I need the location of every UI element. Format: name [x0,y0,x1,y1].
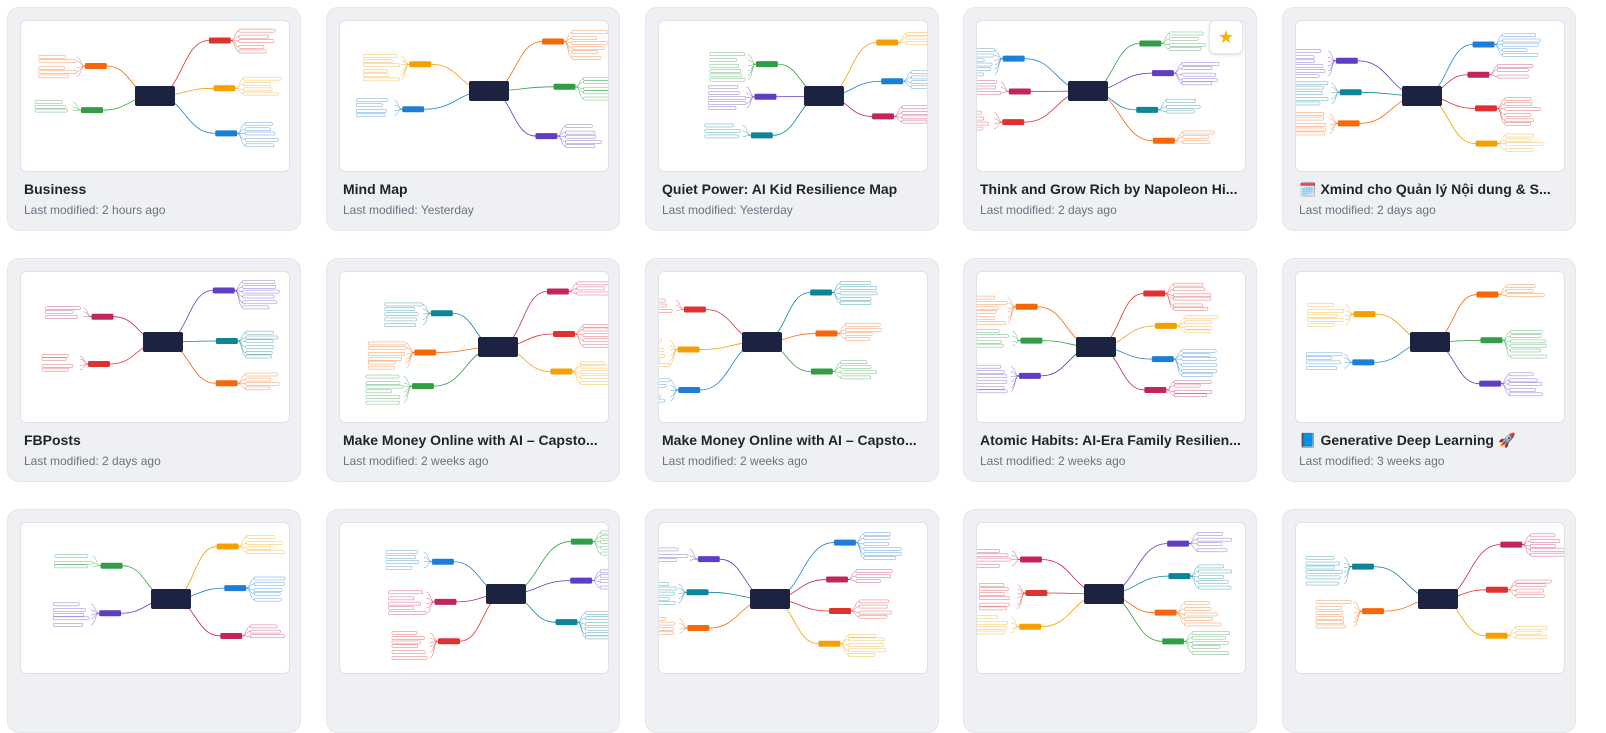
file-title-text: Atomic Habits: AI-Era Family Resilien... [980,432,1241,448]
file-card[interactable] [645,509,939,733]
mindmap-preview [1306,284,1547,397]
central-topic [1084,584,1124,604]
file-thumbnail[interactable] [20,20,290,172]
file-card[interactable] [7,509,301,733]
central-topic [742,332,782,352]
file-title-text: Generative Deep Learning [1320,432,1494,448]
file-thumbnail[interactable]: ★ [976,20,1246,172]
file-title[interactable]: Make Money Online with AI – Capsto... [343,432,605,448]
file-emoji-icon: 📘 [1299,432,1317,448]
central-topic [151,589,191,609]
mindmap-preview [34,28,282,147]
central-topic [750,589,790,609]
last-modified: Last modified: 2 days ago [24,454,161,468]
mindmap-preview [385,530,608,660]
file-card[interactable]: Make Money Online with AI – Capsto... Las… [645,258,939,482]
file-card[interactable]: 📘Generative Deep Learning🚀 Last modified:… [1282,258,1576,482]
file-card[interactable] [326,509,620,733]
mindmap-preview [659,281,882,403]
file-thumbnail[interactable] [1295,522,1565,674]
file-title[interactable]: 📘Generative Deep Learning🚀 [1299,432,1561,449]
mindmap-preview [52,535,286,639]
file-title-text: Xmind cho Quản lý Nội dung & S... [1320,181,1551,197]
central-topic [135,86,175,106]
mindmap-preview [659,532,902,657]
file-title[interactable]: FBPosts [24,432,286,448]
central-topic [1418,589,1458,609]
file-title-text: Make Money Online with AI – Capsto... [343,432,598,448]
file-title[interactable]: Quiet Power: AI Kid Resilience Map [662,181,924,197]
file-thumbnail[interactable] [658,522,928,674]
file-title-text: Mind Map [343,181,408,197]
file-title[interactable]: Mind Map [343,181,605,197]
file-title-text: Quiet Power: AI Kid Resilience Map [662,181,898,197]
file-card[interactable]: Make Money Online with AI – Capsto... Las… [326,258,620,482]
last-modified: Last modified: 2 hours ago [24,203,166,217]
file-thumbnail[interactable] [20,522,290,674]
mindmap-preview [704,32,927,139]
last-modified: Last modified: Yesterday [343,203,474,217]
file-card[interactable]: Atomic Habits: AI-Era Family Resilien...… [963,258,1257,482]
mindmap-preview [977,532,1232,655]
file-thumbnail[interactable] [658,20,928,172]
central-topic [469,81,509,101]
file-title[interactable]: Make Money Online with AI – Capsto... [662,432,924,448]
central-topic [143,332,183,352]
mindmap-preview [1305,533,1564,640]
file-title[interactable]: Atomic Habits: AI-Era Family Resilien... [980,432,1242,448]
last-modified: Last modified: Yesterday [662,203,793,217]
last-modified: Last modified: 2 days ago [1299,203,1436,217]
mindmap-preview [365,281,608,405]
mindmap-preview [977,282,1219,397]
file-card[interactable] [963,509,1257,733]
file-title[interactable]: Think and Grow Rich by Napoleon Hi... [980,181,1242,197]
file-title-text: Think and Grow Rich by Napoleon Hi... [980,181,1238,197]
star-icon[interactable]: ★ [1209,21,1243,54]
mindmap-preview [356,30,608,148]
central-topic [486,584,526,604]
central-topic [1076,337,1116,357]
file-title-text: Make Money Online with AI – Capsto... [662,432,917,448]
file-thumbnail[interactable] [976,522,1246,674]
file-card[interactable] [1282,509,1576,733]
file-thumbnail[interactable] [1295,20,1565,172]
file-title-text: FBPosts [24,432,81,448]
mindmap-preview [1296,33,1543,152]
file-emoji-icon: 🗓️ [1299,181,1317,197]
file-thumbnail[interactable] [339,522,609,674]
last-modified: Last modified: 2 days ago [980,203,1117,217]
mindmap-preview [977,31,1220,144]
file-thumbnail[interactable] [1295,271,1565,423]
file-emoji-tail-icon: 🚀 [1497,432,1516,448]
central-topic [1068,81,1108,101]
central-topic [478,337,518,357]
central-topic [804,86,844,106]
last-modified: Last modified: 2 weeks ago [343,454,489,468]
file-thumbnail[interactable] [658,271,928,423]
file-thumbnail[interactable] [339,271,609,423]
last-modified: Last modified: 3 weeks ago [1299,454,1445,468]
file-thumbnail[interactable] [976,271,1246,423]
mindmap-preview [41,280,280,391]
file-title[interactable]: 🗓️Xmind cho Quản lý Nội dung & S... [1299,181,1561,198]
file-thumbnail[interactable] [20,271,290,423]
file-thumbnail[interactable] [339,20,609,172]
file-card[interactable]: ★ Think and Grow Rich by Napoleon Hi... La… [963,7,1257,231]
central-topic [1410,332,1450,352]
file-title[interactable]: Business [24,181,286,197]
central-topic [1402,86,1442,106]
last-modified: Last modified: 2 weeks ago [662,454,808,468]
file-card[interactable]: 🗓️Xmind cho Quản lý Nội dung & S... Last … [1282,7,1576,231]
last-modified: Last modified: 2 weeks ago [980,454,1126,468]
file-title-text: Business [24,181,87,197]
